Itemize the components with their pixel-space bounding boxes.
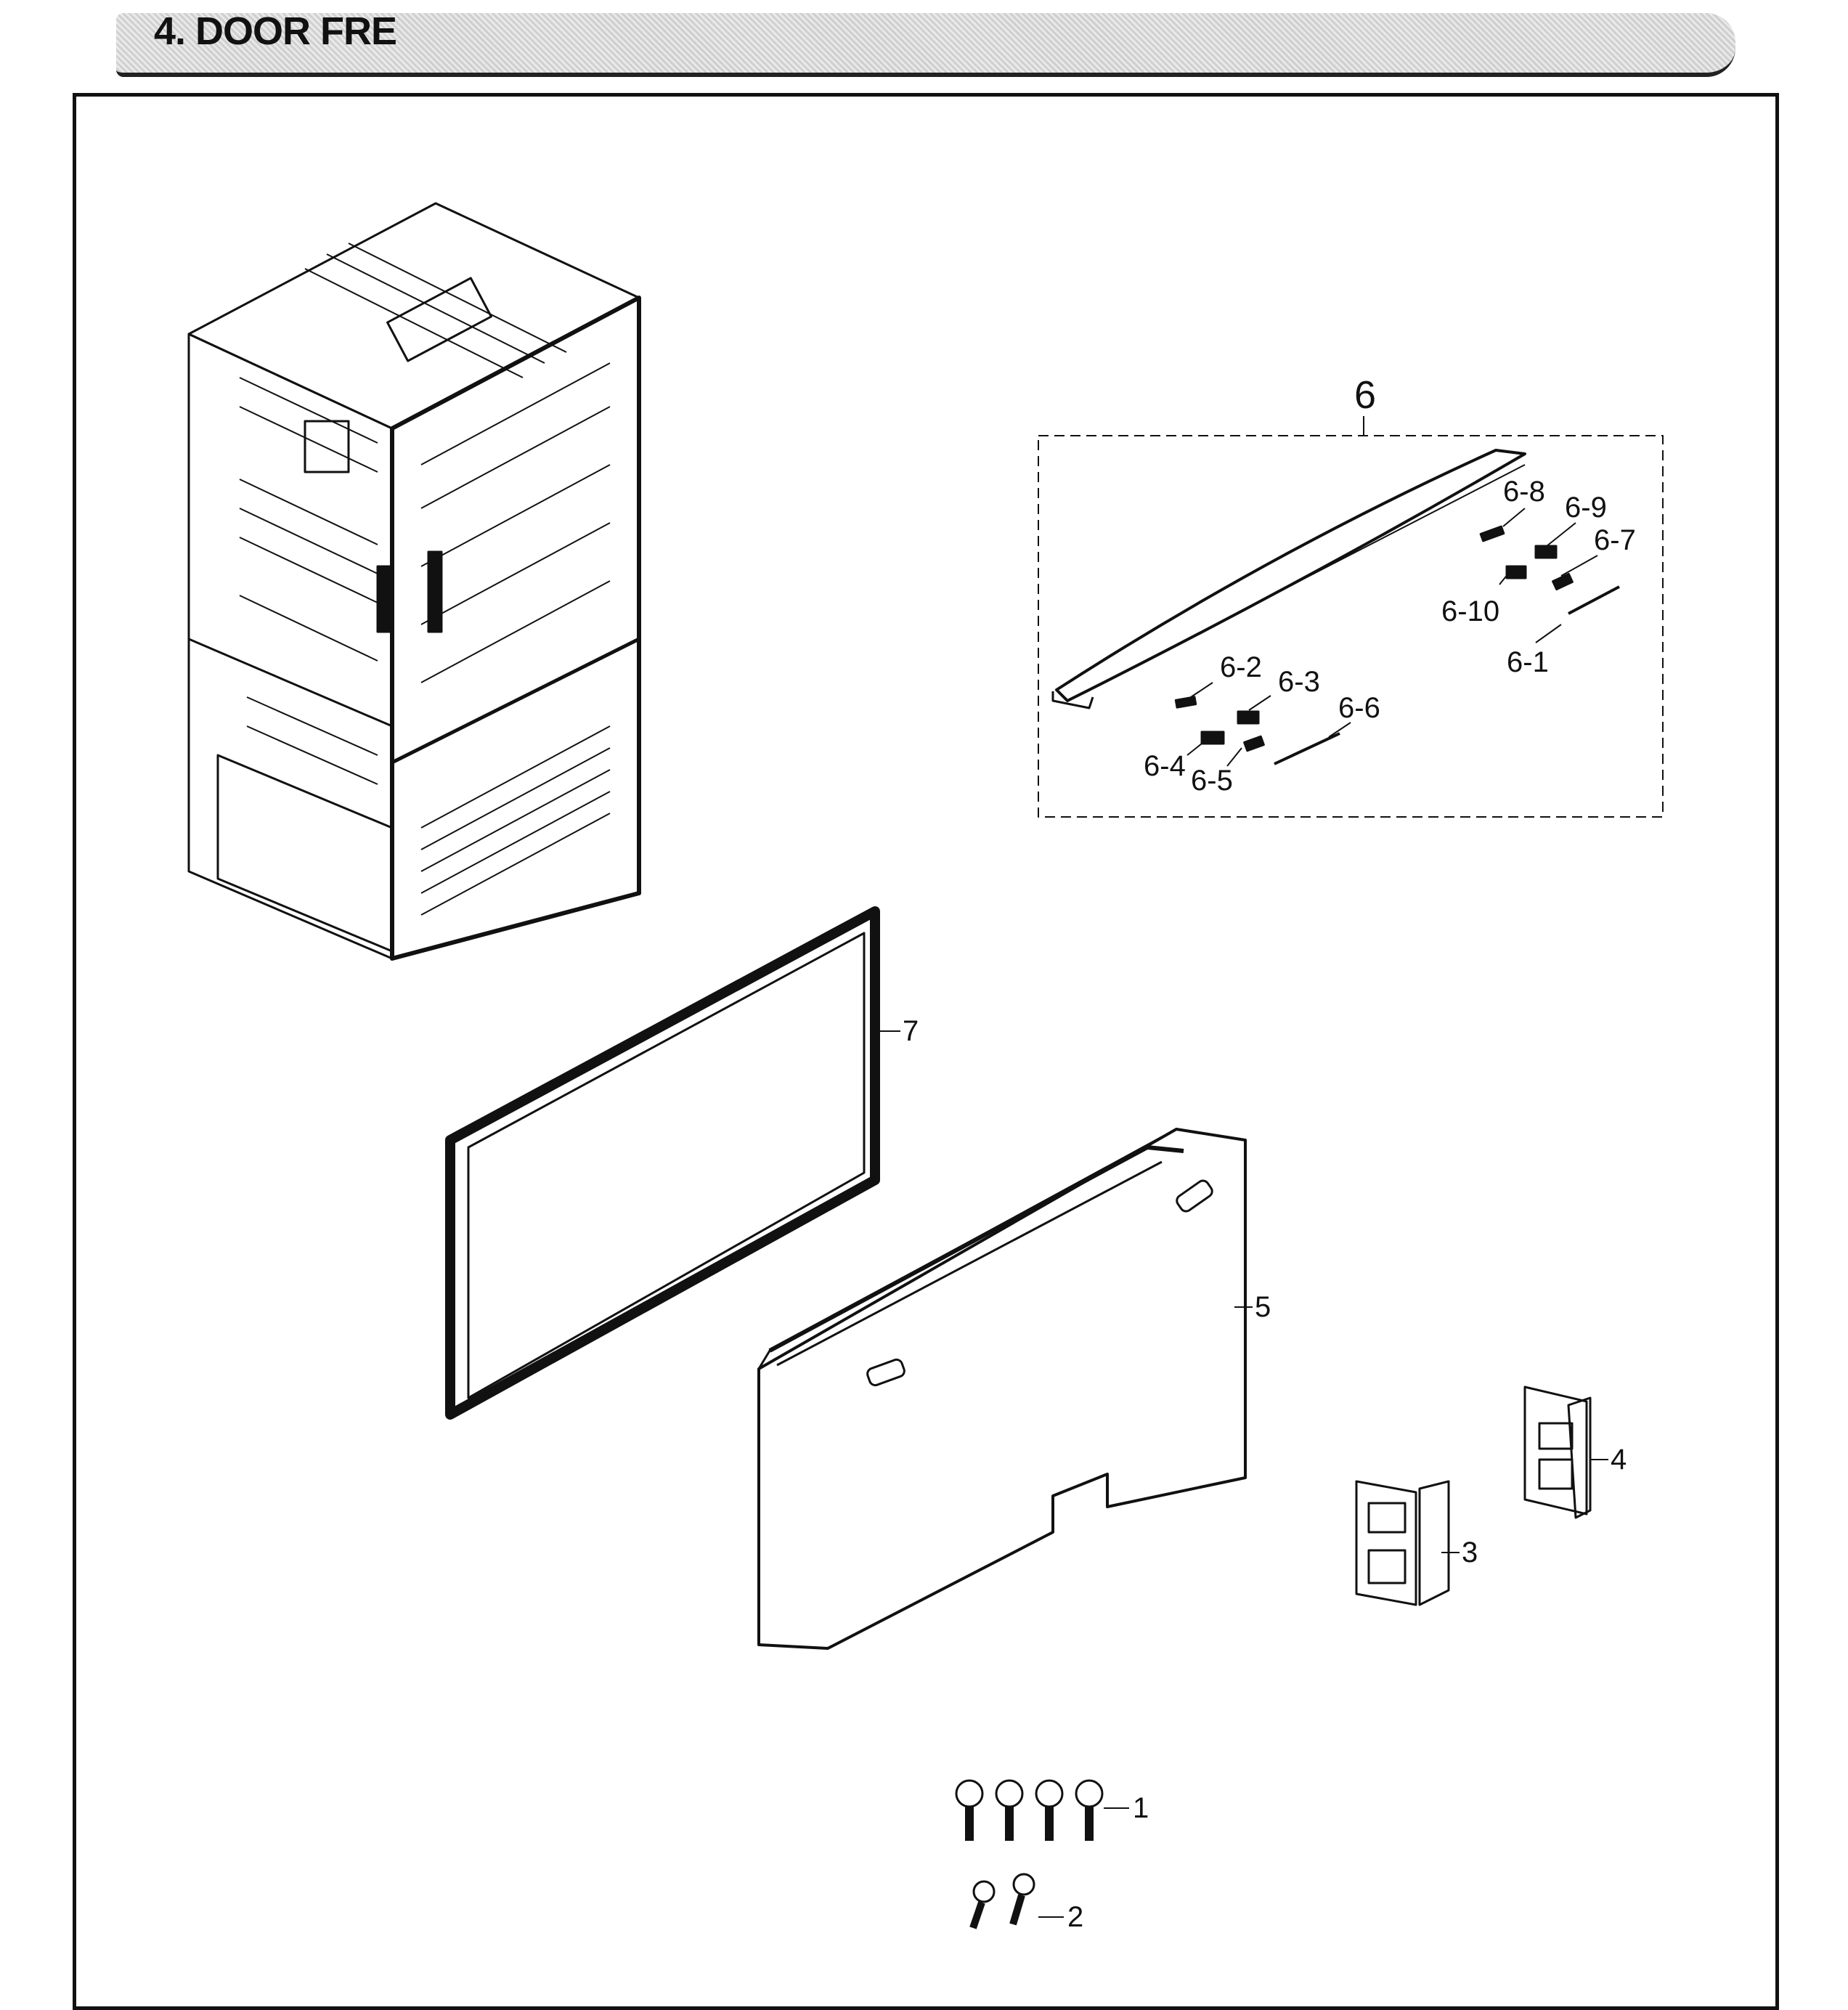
door-part-5 (757, 1128, 1253, 1650)
callout-6-2: 6-2 (1220, 651, 1262, 683)
callout-4: 4 (1611, 1444, 1627, 1476)
callout-6-10: 6-10 (1441, 595, 1499, 627)
small-parts-6 (1174, 525, 1620, 765)
callout-6-9: 6-9 (1565, 492, 1607, 524)
callout-6-3: 6-3 (1278, 666, 1320, 698)
screw-set-2 (969, 1873, 1064, 1929)
cover-part-6 (1051, 449, 1526, 709)
callout-7: 7 (903, 1015, 919, 1047)
callout-1: 1 (1133, 1792, 1149, 1824)
callout-6-4: 6-4 (1144, 750, 1186, 782)
callout-6-5: 6-5 (1191, 765, 1233, 797)
screw-set-1 (955, 1779, 1129, 1841)
callout-6-7: 6-7 (1594, 524, 1636, 556)
callout-2: 2 (1067, 1901, 1083, 1933)
callout-6-8: 6-8 (1503, 476, 1545, 508)
callout-6: 6 (1354, 373, 1376, 417)
callout-5: 5 (1255, 1291, 1271, 1323)
section-header-bar (116, 13, 1735, 77)
bracket-part-4 (1523, 1386, 1608, 1519)
refrigerator-cabinet (187, 202, 641, 961)
door-gasket-7 (445, 906, 900, 1420)
callout-6-6: 6-6 (1338, 692, 1380, 724)
leader-lines (1186, 508, 1598, 767)
callout-3: 3 (1462, 1537, 1478, 1568)
assembly-6-box (1038, 435, 1664, 818)
callout-6-1: 6-1 (1507, 646, 1549, 678)
section-title: 4. DOOR FRE (154, 9, 397, 53)
bracket-part-3 (1355, 1480, 1460, 1606)
